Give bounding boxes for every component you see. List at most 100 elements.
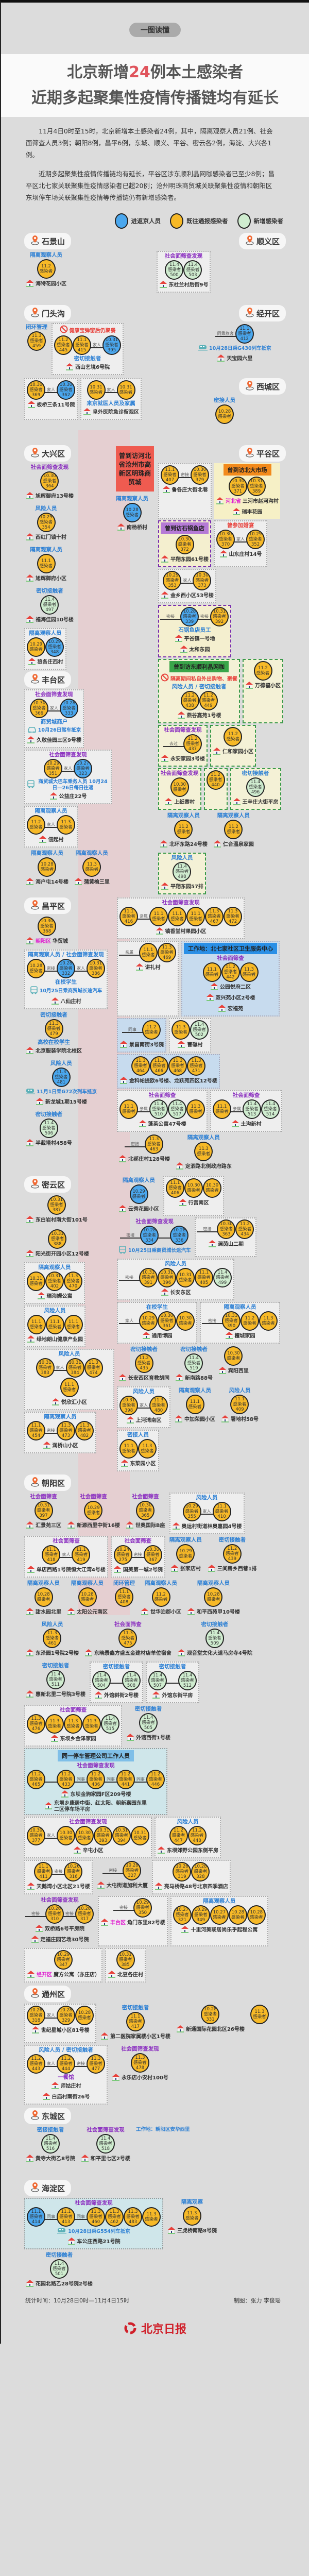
case-number: 361: [162, 1324, 171, 1329]
relation-link: 家人: [181, 578, 194, 584]
residence-location: 奥运村街道林奥嘉园4号楼: [172, 1522, 242, 1532]
location-name: 长安东区: [170, 1290, 191, 1296]
residence-location: 平翔东园61号楼: [161, 555, 209, 565]
case-word: 感染者: [108, 2214, 121, 2219]
residence-location: 鲁各庄大街北巷: [162, 485, 208, 496]
case-number: 469: [162, 955, 171, 960]
residence-location: 汇景苑三区: [26, 1521, 61, 1531]
case-number: 349: [196, 1918, 205, 1923]
case-number: 319: [178, 1874, 186, 1879]
location-name: 鲁各庄大街北巷: [171, 487, 208, 493]
location-name: 海户屯14号楼: [36, 879, 68, 885]
residence-location: 和平里七区2号楼: [81, 2154, 130, 2164]
case-number: 393: [98, 1838, 108, 1843]
case-word: 感染者: [142, 1275, 155, 1280]
residence-location: 西红门镇十村: [26, 533, 66, 543]
case-date: 11.4: [44, 597, 55, 602]
house-icon: [142, 1331, 150, 1342]
house-icon: [121, 1459, 129, 1469]
relation-line: [160, 619, 181, 620]
house-icon: [233, 798, 241, 808]
relation-link: 家人: [45, 2061, 57, 2067]
residence-location: 中加荣园小区: [175, 1415, 215, 1425]
relation-link: 密接: [45, 1428, 57, 1434]
case-category-tag: 密接接触者: [37, 2127, 64, 2133]
case-date: 10.30: [196, 573, 209, 578]
case-number: 518: [101, 2146, 110, 2151]
case-word: 感染者: [231, 484, 245, 489]
house-icon: [225, 1331, 233, 1342]
case-word: 感染者: [147, 1142, 161, 1147]
house-icon: [162, 485, 170, 496]
case-number: 372: [180, 547, 189, 552]
title-post: 例本土感染者: [150, 63, 243, 81]
location-name: 新源西里中街16楼: [77, 1523, 120, 1529]
legend-item: 进返京人员: [114, 213, 161, 229]
case-word: 感染者: [250, 1915, 263, 1920]
house-icon: [26, 1649, 34, 1659]
case-date: 10.28: [126, 1863, 139, 1868]
case-date: 10.28: [207, 1592, 220, 1597]
case-date: 11.1: [190, 1399, 200, 1404]
case-number: 438: [185, 703, 194, 708]
location-name: 平谷镇一号地: [184, 636, 215, 642]
case-date: 10.29: [179, 1549, 192, 1554]
case-category-tag: 密切接触者: [159, 1664, 186, 1670]
case-date: 10.29: [136, 1900, 149, 1905]
residence-location: 上河湾南区: [126, 1416, 162, 1426]
case-number: 418: [47, 1557, 56, 1563]
house-icon: [26, 492, 34, 502]
relation-label: 家人: [47, 1833, 55, 1838]
case-number: 394: [117, 1838, 126, 1843]
district-header: 平谷区: [158, 445, 286, 462]
case-date: 11.3: [187, 2211, 197, 2216]
location-name: 旭辉御府小区: [36, 576, 66, 582]
residence-location: 南杨桥村: [117, 523, 147, 533]
case-number: 365: [141, 1513, 150, 1518]
residence-location: 云秀花园小区: [118, 1205, 159, 1215]
location-pin-icon: [30, 235, 40, 247]
case-date: 11.3: [191, 1058, 201, 1063]
case-number: 415: [77, 348, 87, 353]
case-date: 11.4: [217, 1270, 228, 1275]
relation-label: 家人: [236, 537, 245, 541]
note-text: 商贸城大巴车乘务人员 10月24日—26日每日往返: [38, 779, 108, 791]
district-label: 平谷区: [238, 445, 286, 462]
location-name: 平翔东园57排: [170, 884, 203, 890]
location-name: 镇香堂村果园小区: [165, 929, 207, 935]
relation-link: [166, 1677, 179, 1684]
case-date: 11.3: [87, 862, 97, 867]
title-line-2: 近期多起聚集性疫情传播链均有延长: [31, 89, 279, 107]
residence-location: 定福庄园艺场30号院: [31, 1935, 89, 1945]
incoming-relation: 密接: [102, 1868, 124, 1874]
case-date: 11.1: [124, 1444, 134, 1449]
case-category-tag: 一餐馆: [58, 2074, 74, 2080]
house-icon: [26, 1139, 34, 1149]
case-word: 感染者: [142, 953, 155, 958]
warning-text: 隔离期间私自外出购物、聚餐: [170, 676, 237, 682]
case-category-tag: 隔离观察人员: [30, 850, 63, 856]
location-name: 宏福苑: [228, 1006, 243, 1012]
case-word: 感染者: [205, 1188, 219, 1193]
case-number: 454: [31, 1433, 41, 1438]
house-icon: [52, 1398, 60, 1408]
